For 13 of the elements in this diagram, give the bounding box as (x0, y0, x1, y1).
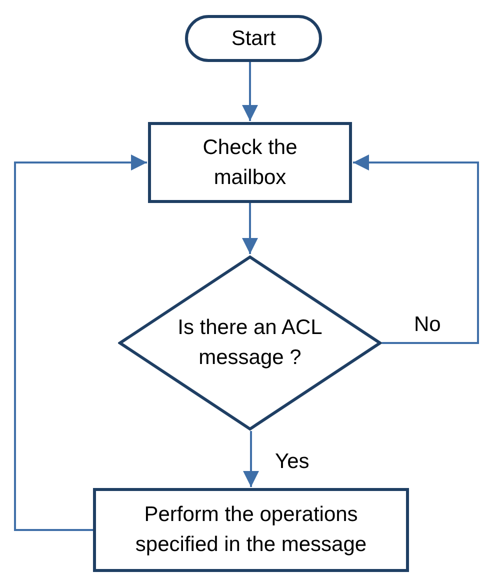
process-box (93, 488, 409, 572)
arrow (353, 154, 479, 344)
arrow (243, 431, 259, 487)
terminal-shape (185, 15, 322, 62)
arrow (242, 62, 258, 121)
node-text: Start (231, 26, 276, 52)
node-text: Check the mailbox (202, 134, 298, 190)
node-text: Perform the operations specified in the message (134, 502, 368, 558)
process-box (148, 122, 352, 203)
arrow (242, 203, 258, 254)
arrow (14, 154, 147, 531)
decision-diamond (118, 255, 382, 431)
node-text: Is there an ACL message ? (176, 315, 324, 371)
